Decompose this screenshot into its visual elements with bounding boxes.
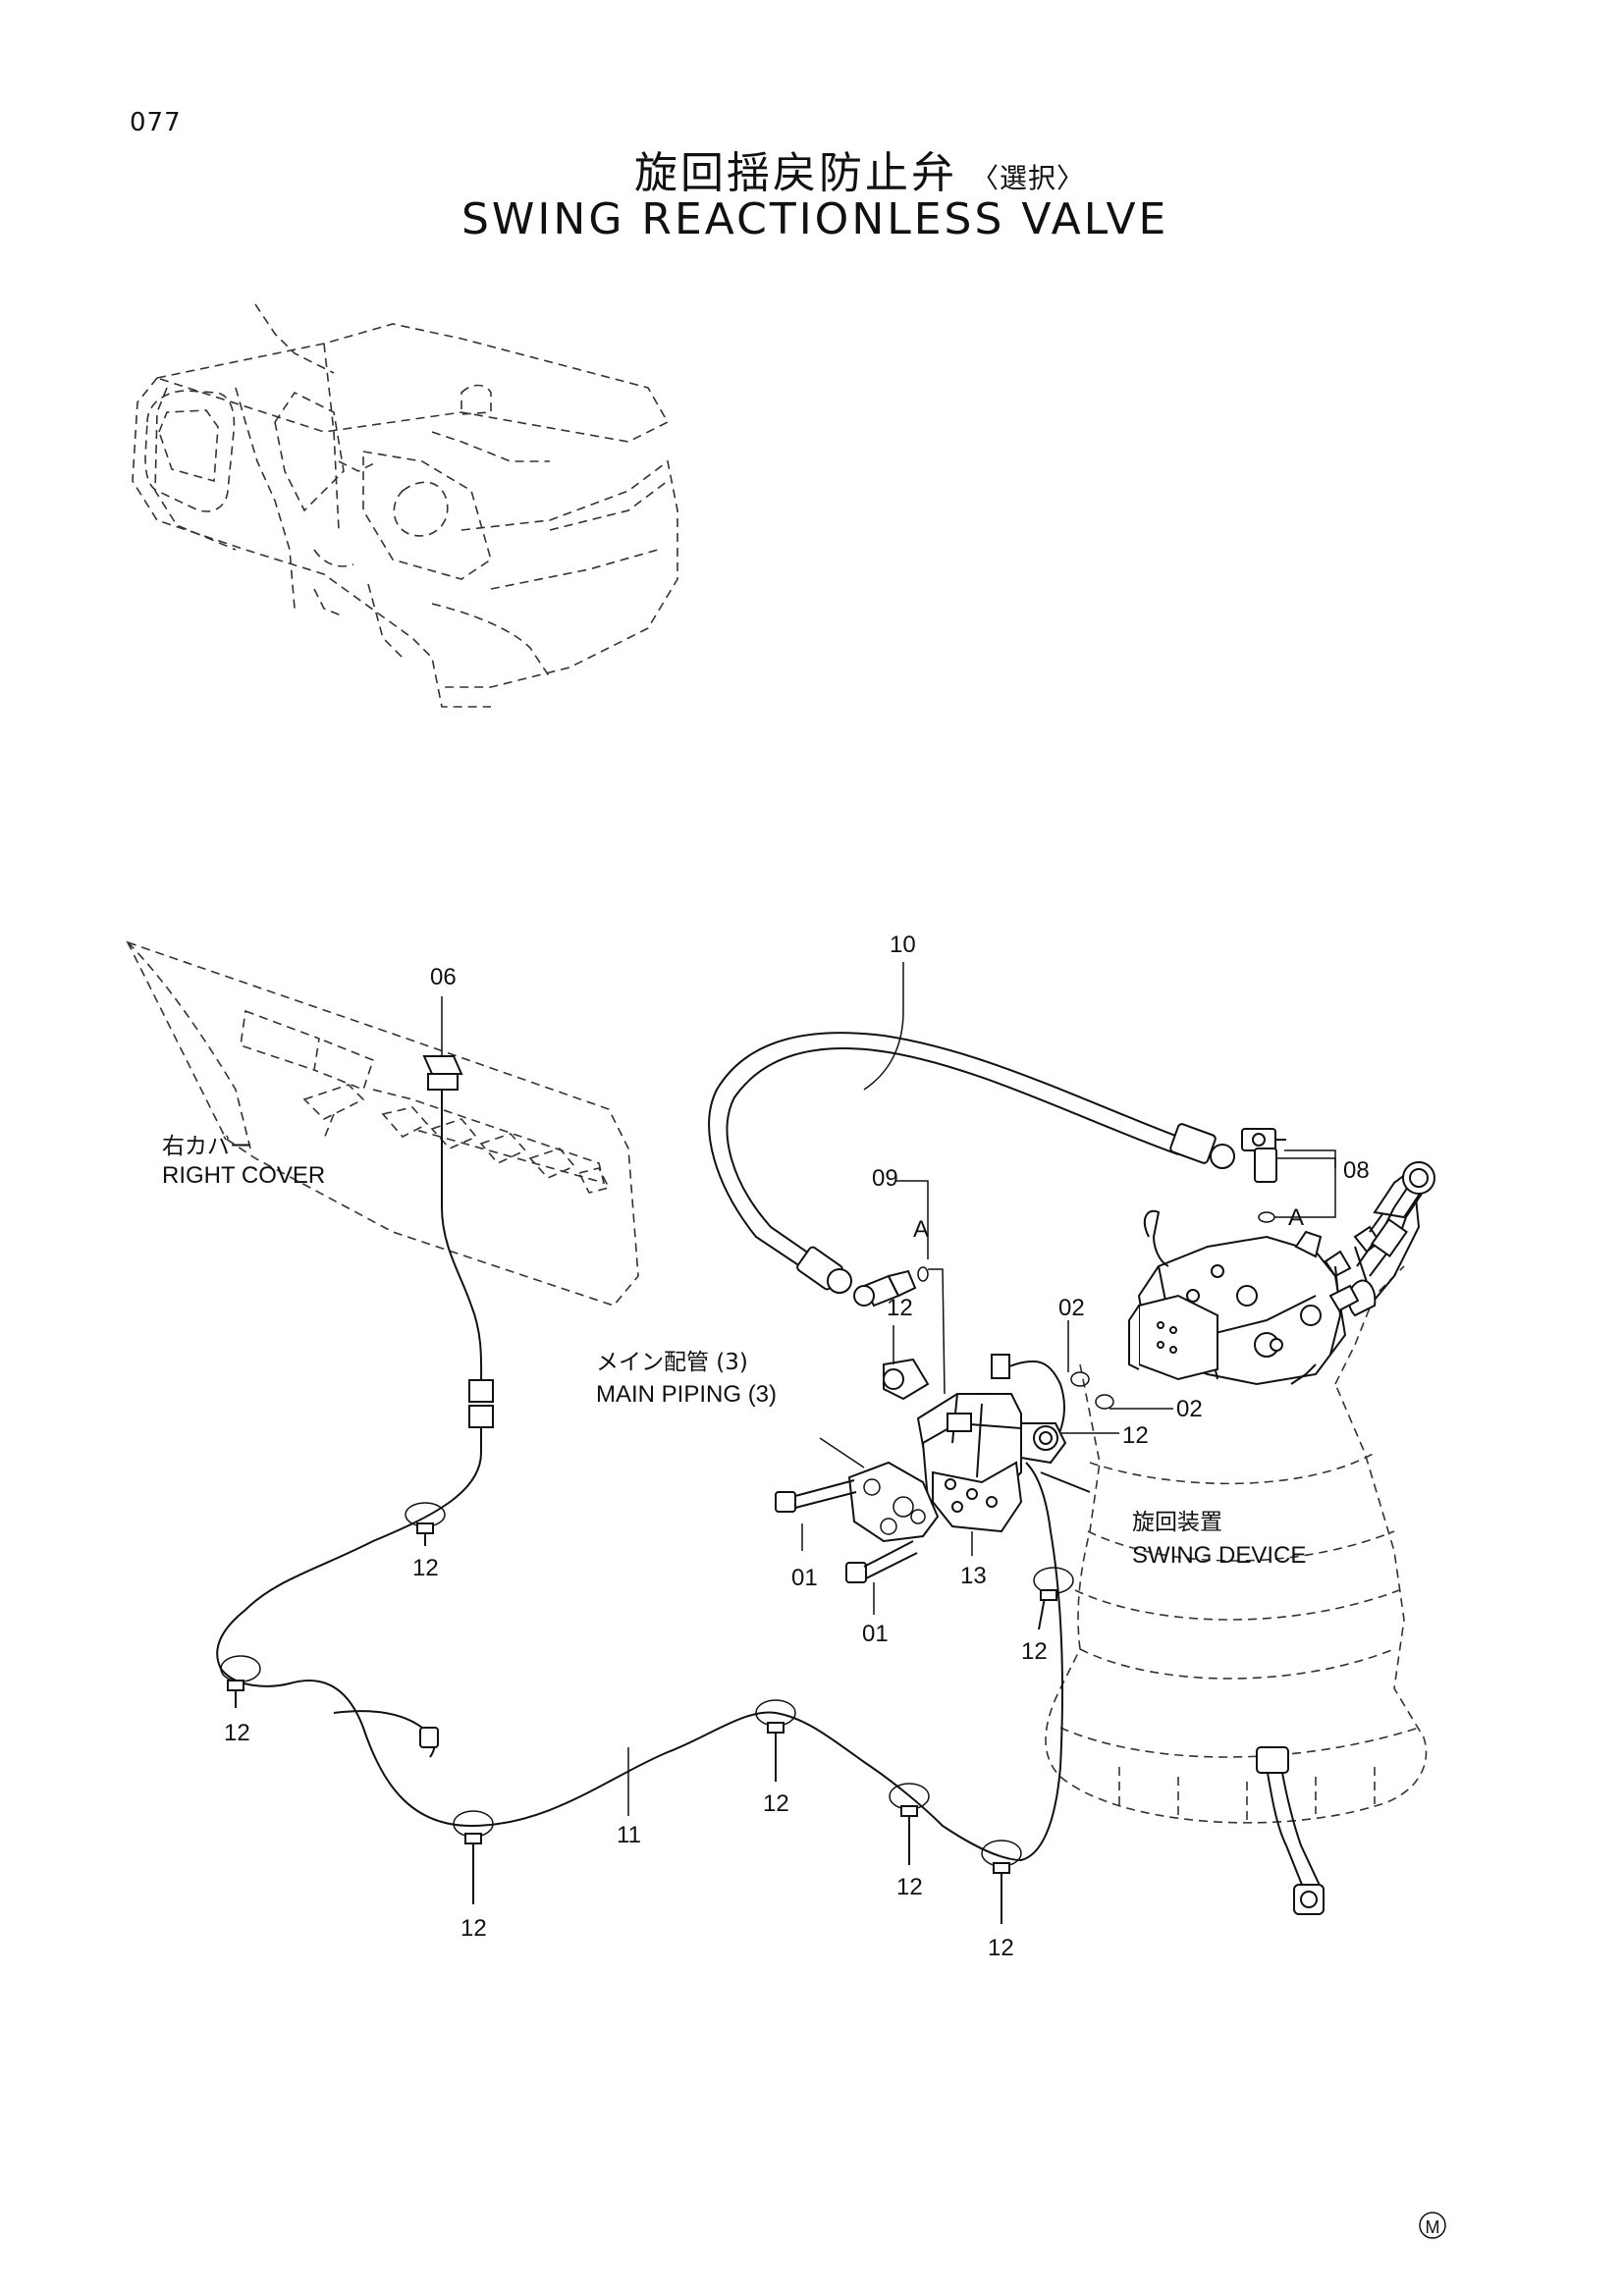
component-labels: 右カバー RIGHT COVER メイン配管 (3) MAIN PIPING (… <box>162 1134 1306 1569</box>
hose-10 <box>708 1032 1235 1294</box>
fitting-09-elbow <box>853 1269 917 1308</box>
leader-lines <box>441 962 1336 1816</box>
excavator-overview-drawing <box>132 303 678 708</box>
callout-12-d: 12 <box>763 1790 789 1817</box>
label-main-piping-jp: メイン配管 (3) <box>596 1350 748 1375</box>
swing-device-drain-hose <box>1256 1746 1325 1915</box>
swing-device-vent-tube <box>1356 1161 1435 1277</box>
clamp-12-b <box>220 1655 261 1708</box>
callout-02-bottom: 02 <box>1176 1396 1203 1422</box>
callout-10: 10 <box>890 932 916 958</box>
corner-mark: M <box>1419 2212 1446 2239</box>
callout-11: 11 <box>617 1822 641 1848</box>
callout-12-c: 12 <box>460 1915 487 1942</box>
o-ring-a-left <box>917 1266 929 1282</box>
callout-a-right: A <box>1288 1204 1304 1231</box>
callout-01-left: 01 <box>791 1565 818 1591</box>
callout-12-right: 12 <box>1122 1422 1149 1449</box>
label-swing-device-en: SWING DEVICE <box>1132 1542 1306 1569</box>
title-jp-main: 旋回揺戻防止弁 <box>634 148 957 198</box>
swing-device-drawing <box>1045 1265 1428 1824</box>
corner-mark-letter: M <box>1426 2217 1440 2237</box>
label-swing-device-jp: 旋回装置 <box>1132 1510 1222 1535</box>
callout-12-e: 12 <box>896 1874 923 1900</box>
clamp-12-a <box>405 1502 446 1546</box>
reactionless-valve-13 <box>883 1354 1091 1533</box>
callout-12-a: 12 <box>412 1555 439 1581</box>
title-english: SWING REACTIONLESS VALVE <box>461 194 1169 244</box>
title-japanese: 旋回揺戻防止弁〈選択〉 <box>634 137 1085 200</box>
callout-02-top: 02 <box>1058 1295 1085 1321</box>
bolt-01-left <box>775 1479 857 1513</box>
page-number: 077 <box>130 108 182 137</box>
label-main-piping-en: MAIN PIPING (3) <box>596 1381 777 1408</box>
o-ring-a-right <box>1258 1211 1275 1223</box>
callouts: 06 10 08 09 A A 12 02 02 12 01 01 13 12 … <box>224 932 1370 1961</box>
clamp-12-c <box>453 1810 494 1904</box>
clamp-12-g <box>1033 1567 1074 1630</box>
label-right-cover-en: RIGHT COVER <box>162 1162 325 1189</box>
right-cover-drawing <box>126 940 639 1307</box>
bolt-01-lower <box>845 1540 918 1583</box>
clamp-12-d <box>755 1699 796 1782</box>
fitting-08 <box>1241 1128 1286 1183</box>
title-jp-optional: 〈選択〉 <box>971 162 1086 194</box>
harness-11 <box>216 1452 1063 1862</box>
swing-motor-top-block <box>1128 1166 1426 1386</box>
callout-12-b: 12 <box>224 1720 250 1746</box>
callout-09: 09 <box>872 1165 898 1192</box>
callout-06: 06 <box>430 964 457 990</box>
callout-12-valve: 12 <box>887 1295 913 1321</box>
callout-08: 08 <box>1343 1157 1370 1184</box>
clamp-12-e <box>889 1783 930 1865</box>
callout-13: 13 <box>960 1563 987 1589</box>
label-right-cover-jp: 右カバー <box>162 1134 252 1159</box>
callout-12-f: 12 <box>988 1935 1014 1961</box>
clamp-12-f <box>981 1840 1022 1924</box>
callout-a-left: A <box>913 1216 929 1243</box>
harness-06-lead <box>422 1055 494 1453</box>
main-piping-flange <box>847 1461 940 1543</box>
o-ring-02-lower <box>1095 1394 1114 1410</box>
o-ring-02-upper <box>1070 1371 1090 1387</box>
callout-01-bottom: 01 <box>862 1621 889 1647</box>
callout-12-g: 12 <box>1021 1638 1048 1665</box>
